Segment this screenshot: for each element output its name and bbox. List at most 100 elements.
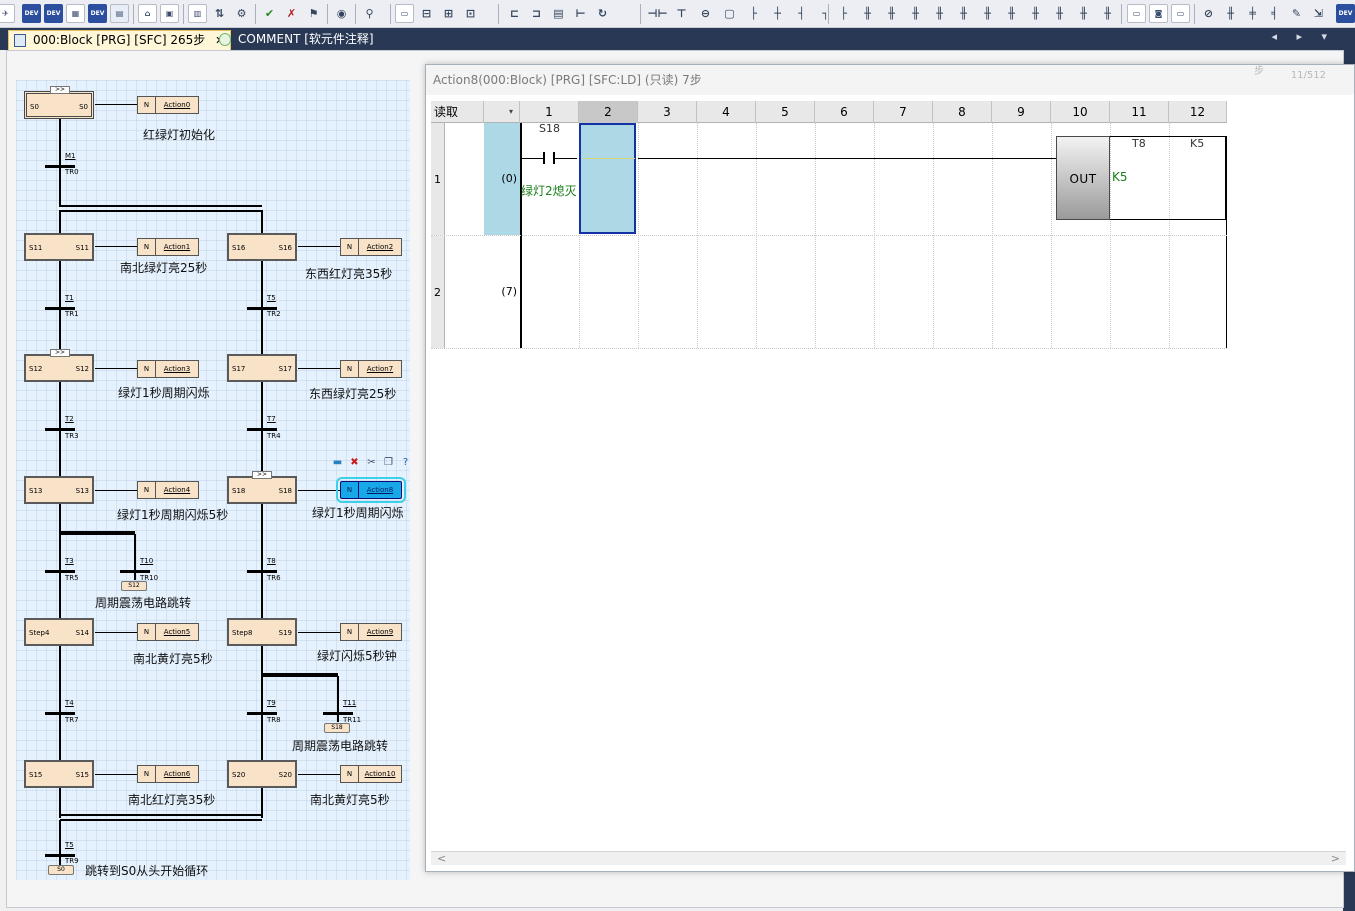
- ladder-icon[interactable]: ⊟: [421, 7, 432, 20]
- transition-bar[interactable]: [45, 165, 75, 168]
- transition-bar[interactable]: [45, 712, 75, 715]
- transfer-icon[interactable]: ⇅: [214, 7, 225, 20]
- horizontal-scrollbar[interactable]: < >: [431, 851, 1346, 865]
- ld-nc-icon[interactable]: ╫: [864, 7, 871, 20]
- ld-const-icon[interactable]: ◙: [1149, 4, 1168, 23]
- chevron-down-icon[interactable]: ▾: [484, 101, 520, 123]
- ld-pc-icon[interactable]: ╫: [936, 7, 943, 20]
- device-end-icon[interactable]: DEV: [1336, 4, 1355, 23]
- copy-icon[interactable]: ❐: [384, 457, 393, 468]
- device-read-icon[interactable]: DEV: [44, 4, 63, 23]
- device-write-icon[interactable]: ▦: [66, 4, 85, 23]
- monitor-icon[interactable]: DEV: [88, 4, 107, 23]
- ld-step-icon[interactable]: ┐: [822, 7, 829, 20]
- transition-bar[interactable]: [120, 570, 150, 573]
- zoom-icon[interactable]: ⚲: [365, 7, 374, 20]
- transition-bar[interactable]: [45, 307, 75, 310]
- ld-inv-icon[interactable]: ╫: [1056, 7, 1063, 20]
- coil-icon[interactable]: ⊐: [531, 7, 542, 20]
- ld-arrow-icon[interactable]: ⇲: [1313, 7, 1324, 20]
- window-icon[interactable]: ▭: [395, 4, 414, 23]
- scroll-left-icon[interactable]: <: [437, 852, 447, 865]
- program-icon[interactable]: ▥: [188, 4, 207, 23]
- table-icon[interactable]: ▤: [553, 7, 564, 20]
- row-header-2[interactable]: 2: [431, 236, 445, 348]
- ladder-mini-icon[interactable]: ▬: [332, 457, 343, 468]
- ld-cross-icon[interactable]: ╪: [1249, 7, 1256, 20]
- transition-bar[interactable]: [45, 854, 75, 857]
- ld-out-icon[interactable]: ╫: [984, 7, 991, 20]
- out-instruction[interactable]: OUT: [1056, 136, 1110, 220]
- contact-icon[interactable]: ⊏: [509, 7, 520, 20]
- transition-bar[interactable]: [247, 307, 277, 310]
- read-mode-label[interactable]: 读取: [431, 101, 484, 123]
- ld-func-icon[interactable]: ▢: [724, 7, 735, 20]
- ld-clock-icon[interactable]: ⊘: [1203, 7, 1214, 20]
- ld-edit-icon[interactable]: ✎: [1291, 7, 1302, 20]
- network-icon[interactable]: ⌂: [138, 4, 157, 23]
- row-header-1[interactable]: 1: [431, 123, 445, 235]
- branch-icon[interactable]: ⊢: [575, 7, 586, 20]
- ld-fc-icon[interactable]: ╫: [960, 7, 967, 20]
- cut-icon[interactable]: ✂: [367, 457, 376, 468]
- grid-icon[interactable]: ▤: [110, 4, 129, 23]
- transition-bar[interactable]: [45, 570, 75, 573]
- tab-scroll-icon[interactable]: ◂ ▸ ▾: [1271, 30, 1335, 43]
- tab-comment[interactable]: COMMENT [软元件注释]: [214, 30, 380, 50]
- ld-lines-icon[interactable]: ╫: [1227, 7, 1234, 20]
- ld-branch-icon[interactable]: ⊤: [676, 7, 687, 20]
- check-icon[interactable]: ✔: [264, 7, 275, 20]
- find-icon[interactable]: ⚑: [308, 7, 319, 20]
- print-icon[interactable]: ⊞: [443, 7, 454, 20]
- ld-vline-icon[interactable]: ├: [750, 7, 757, 20]
- transition-bar[interactable]: [323, 712, 353, 715]
- tab-sfc-block[interactable]: 000:Block [PRG] [SFC] 265步 ✕: [8, 30, 232, 50]
- ld-coil-icon[interactable]: ⊖: [700, 7, 711, 20]
- watch-icon[interactable]: ◉: [336, 7, 347, 20]
- replace-icon[interactable]: ✗: [286, 7, 297, 20]
- export-icon[interactable]: ⊡: [465, 7, 476, 20]
- jump-block-s0[interactable]: S0: [48, 865, 74, 875]
- ld-set-icon[interactable]: ╫: [1008, 7, 1015, 20]
- ld-var-icon[interactable]: ▭: [1127, 4, 1146, 23]
- transition-bar[interactable]: [247, 428, 277, 431]
- verify-icon[interactable]: ⚙: [236, 7, 247, 20]
- jump-block-s12[interactable]: S12: [121, 581, 147, 591]
- sfc-icon[interactable]: ▣: [160, 4, 179, 23]
- delete-icon[interactable]: ✖: [350, 457, 359, 468]
- transition-bar[interactable]: [247, 570, 277, 573]
- ld-no-icon[interactable]: ├: [840, 7, 847, 20]
- ld-p-icon[interactable]: ╫: [888, 7, 895, 20]
- wizard-icon[interactable]: ✈: [0, 4, 15, 23]
- transition-bar[interactable]: [247, 712, 277, 715]
- ld-split-icon[interactable]: ╡: [1271, 7, 1278, 20]
- cursor-cell[interactable]: [579, 123, 636, 234]
- jump-block-s18[interactable]: S18: [324, 723, 350, 733]
- ld-contact-icon[interactable]: ⊣⊢: [647, 7, 668, 20]
- ld-hline-icon[interactable]: ┼: [774, 7, 781, 20]
- ladder-editor-window[interactable]: Action8(000:Block) [PRG] [SFC:LD] (只读) 7…: [425, 64, 1355, 872]
- contact-no-icon[interactable]: [543, 152, 545, 164]
- help-icon[interactable]: ?: [402, 457, 409, 468]
- ld-mep-icon[interactable]: ╫: [1080, 7, 1087, 20]
